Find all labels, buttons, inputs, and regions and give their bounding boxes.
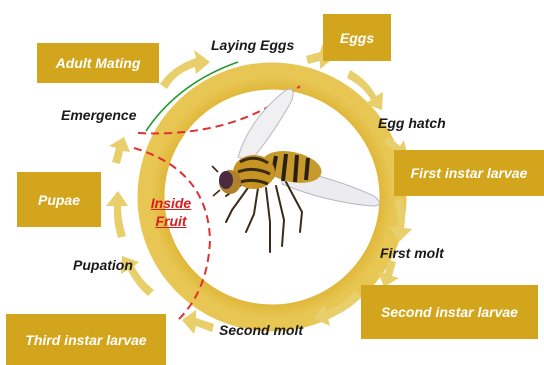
stage-adult-mating-box: Adult Mating <box>37 43 159 83</box>
inside-fruit-line1: Inside <box>143 194 199 212</box>
inside-fruit-label: Inside Fruit <box>143 194 199 230</box>
fly-eye <box>219 171 233 189</box>
stage-third-instar-box: Third instar larvae <box>6 314 166 365</box>
stage-first-instar-box: First instar larvae <box>394 150 544 196</box>
arrow-pupae-to-emergence <box>109 137 130 164</box>
inside-fruit-line2: Fruit <box>143 212 199 230</box>
stage-adult-mating-label: Adult Mating <box>56 55 141 71</box>
transition-first-molt: First molt <box>380 245 444 261</box>
transition-emergence: Emergence <box>61 107 136 123</box>
fly-wing-upper <box>238 89 293 162</box>
stage-eggs-box: Eggs <box>323 14 391 61</box>
transition-pupation: Pupation <box>73 257 133 273</box>
transition-laying-eggs: Laying Eggs <box>211 37 294 53</box>
stage-eggs-label: Eggs <box>340 30 374 46</box>
transition-second-molt: Second molt <box>219 322 303 338</box>
stage-second-instar-box: Second instar larvae <box>361 285 538 339</box>
stage-first-instar-label: First instar larvae <box>411 165 528 181</box>
stage-second-instar-label: Second instar larvae <box>381 304 518 320</box>
transition-egg-hatch: Egg hatch <box>378 115 446 131</box>
stage-third-instar-label: Third instar larvae <box>25 332 146 348</box>
stage-pupae-box: Pupae <box>17 172 101 227</box>
stage-pupae-label: Pupae <box>38 192 80 208</box>
arrow-pupation-to-pupae <box>106 191 128 238</box>
